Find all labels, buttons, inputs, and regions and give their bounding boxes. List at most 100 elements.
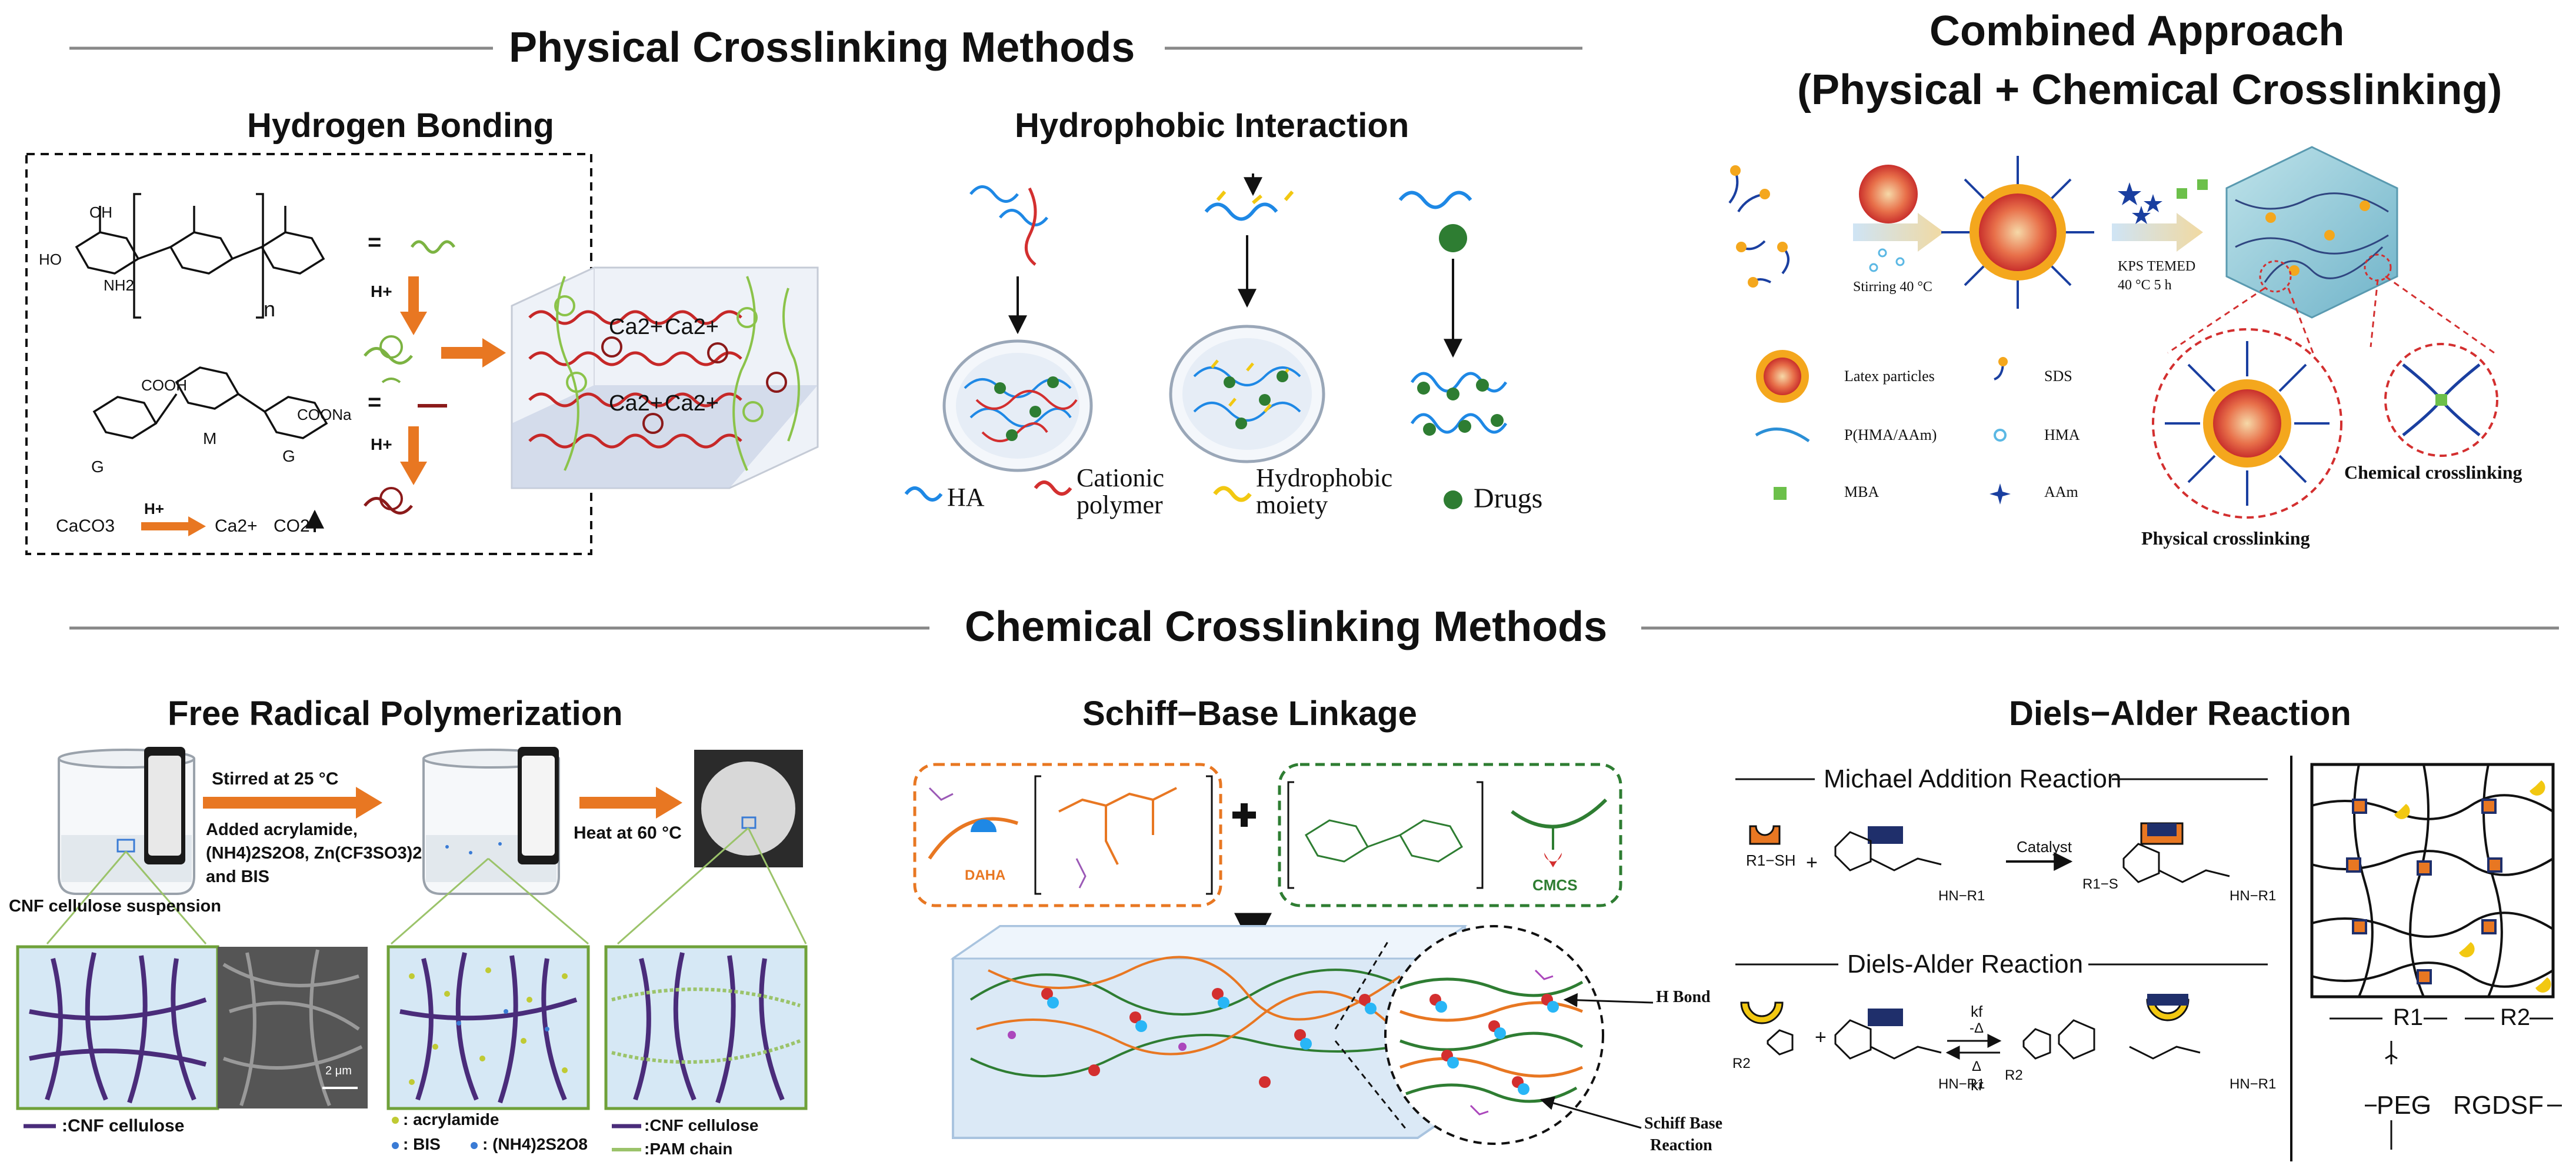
drug-network — [1410, 372, 1508, 436]
hb-nh2-label: NH2 — [104, 276, 135, 294]
combined-panel — [1728, 146, 2498, 519]
legend-cationic-icon — [1034, 480, 1072, 496]
da-r1s: R1−S — [2082, 876, 2118, 892]
thiol-cup-icon — [1749, 825, 1781, 845]
maleimide-cup-icon — [1868, 826, 1903, 844]
schiff-hydrogel-slab — [950, 925, 1468, 1139]
panel-title-schiff: Schiff−Base Linkage — [1082, 694, 1417, 733]
hb-g-label-1: G — [91, 458, 104, 476]
block-ca-1: Ca2+ — [609, 315, 663, 339]
section-title-physical: Physical Crosslinking Methods — [509, 24, 1135, 71]
combined-legend-sds: SDS — [2044, 368, 2072, 385]
latex-top-icon — [1859, 165, 1918, 223]
hb-co2: CO2 — [274, 516, 310, 536]
da-da-heading: Diels-Alder Reaction — [1847, 950, 2084, 979]
hb-hplus-1: H+ — [371, 282, 392, 300]
da-catalyst: Catalyst — [2017, 838, 2072, 856]
fr-legend-cnf: :CNF cellulose — [62, 1116, 185, 1136]
hb-caco3: CaCO3 — [56, 516, 115, 536]
diels-alder-panel — [1735, 756, 2562, 1161]
hb-hplus-2: H+ — [371, 435, 392, 453]
network-r2-label: R2 — [2500, 1004, 2531, 1030]
da-minus-delta: -Δ — [1970, 1020, 1984, 1036]
combined-legend-aam: AAm — [2044, 483, 2078, 500]
header-rules — [69, 46, 2559, 630]
chemical-crosslinking-zoom — [2384, 343, 2498, 457]
da-r1sh: R1−SH — [1746, 852, 1796, 869]
schiff-reaction-line2: Reaction — [1650, 1136, 1712, 1154]
drug-sphere-icon — [1439, 224, 1467, 252]
heat-arrow-icon — [579, 797, 656, 809]
hb-equals-2: = — [368, 389, 382, 415]
micelle-dish-2 — [1169, 325, 1325, 463]
hb-cooh-label: COOH — [141, 376, 187, 394]
combined-legend-hma: HMA — [2044, 426, 2080, 443]
combined-legend-polymer: P(HMA/AAm) — [1844, 426, 1937, 443]
da-michael-heading: Michael Addition Reaction — [1824, 764, 2122, 793]
schiff-base-panel — [913, 763, 1654, 1145]
legend-mba-icon — [1774, 487, 1787, 500]
hydrogen-bonding-panel — [25, 153, 819, 555]
network-peg-label: PEG — [2377, 1091, 2431, 1120]
hb-equals-1: = — [368, 229, 382, 255]
combined-legend-latex: Latex particles — [1844, 368, 1935, 385]
section-title-combined-1: Combined Approach — [1929, 8, 2345, 55]
hydrogel-hexagon — [2225, 146, 2398, 319]
hb-ho-label: HO — [39, 251, 62, 268]
legend-polymer-icon — [1755, 428, 1810, 443]
legend-ha-label: HA — [947, 483, 985, 512]
da-delta: Δ — [1972, 1059, 1982, 1074]
fr-legend-pam: :PAM chain — [644, 1140, 733, 1158]
zoom-box-monomer — [386, 945, 590, 1110]
fr-legend-acrylamide: : acrylamide — [403, 1110, 499, 1128]
schiff-cmcs-label: CMCS — [1532, 876, 1578, 894]
panel-title-hydrophobic: Hydrophobic Interaction — [1015, 106, 1409, 145]
cmcs-box — [1278, 763, 1622, 907]
hydrogel-block — [511, 266, 819, 489]
furan-icon — [1740, 1001, 1784, 1024]
daha-box — [913, 763, 1222, 907]
fr-legend-bis: : BIS — [403, 1135, 441, 1153]
section-title-combined-2: (Physical + Chemical Crosslinking) — [1797, 66, 2502, 113]
fr-step1-line4: and BIS — [206, 867, 269, 886]
network-r1-label: R1 — [2393, 1004, 2424, 1030]
free-radical-panel — [16, 747, 808, 1151]
alginate-structure — [92, 366, 328, 439]
panel-title-hydrogen-bonding: Hydrogen Bonding — [247, 106, 554, 145]
da-kf: kf — [1971, 1003, 1983, 1020]
process-arrow-icon — [441, 347, 482, 359]
aam-stars — [2118, 182, 2162, 224]
schiff-reaction-line1: Schiff Base — [1644, 1114, 1722, 1133]
kps-arrow-icon — [2112, 213, 2203, 252]
section-title-chemical: Chemical Crosslinking Methods — [965, 603, 1608, 650]
da-hnr1-1: HN−R1 — [1938, 888, 1985, 904]
sem-image — [218, 947, 368, 1108]
hb-ca-ion: Ca2+ — [215, 516, 258, 536]
plus-charge-icon — [379, 335, 403, 359]
fr-scale-bar: 2 μm — [325, 1064, 352, 1077]
network-rgdsf-label: RGDSF — [2453, 1091, 2544, 1120]
hydrophobic-panel — [904, 173, 1508, 509]
fr-suspension: CNF cellulose suspension — [9, 897, 221, 916]
ha-strand-icon — [969, 185, 1019, 203]
fr-legend-aps: : (NH4)2S2O8 — [482, 1135, 588, 1153]
combined-step1: Stirring 40 °C — [1853, 279, 1932, 295]
panel-title-diels: Diels−Alder Reaction — [2009, 694, 2351, 733]
fr-step1-line2: Added acrylamide, — [206, 820, 358, 839]
panel-title-free-radical: Free Radical Polymerization — [168, 694, 623, 733]
hb-m-label: M — [203, 429, 217, 448]
block-ca-2: Ca2+ — [665, 315, 719, 339]
minus-charge-icon — [379, 487, 403, 510]
da-r2-1: R2 — [1732, 1056, 1751, 1071]
legend-hydrophobic-icon — [1213, 486, 1252, 502]
sds-molecules — [1728, 170, 1789, 283]
chemical-crosslinking-label: Chemical crosslinking — [2344, 462, 2522, 483]
da-hnr1-4: HN−R1 — [2230, 1076, 2277, 1092]
combined-step2-line2: 40 °C 5 h — [2118, 278, 2172, 293]
da-kr: kr — [1971, 1076, 1984, 1094]
physical-crosslinking-label: Physical crosslinking — [2141, 527, 2310, 549]
block-ca-4: Ca2+ — [665, 391, 719, 416]
combined-legend-mba: MBA — [1844, 483, 1879, 500]
stir-arrow-icon — [203, 797, 356, 809]
legend-drug-icon — [1444, 490, 1462, 509]
